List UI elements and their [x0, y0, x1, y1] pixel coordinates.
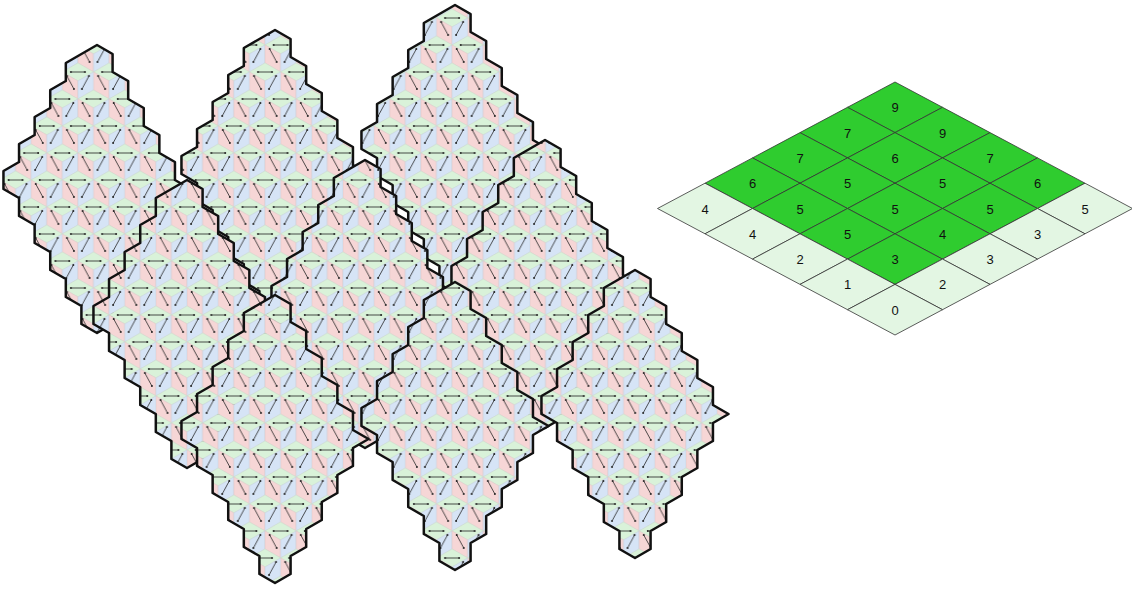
height-number: 3	[1034, 227, 1041, 240]
tiling-region	[361, 282, 548, 570]
height-number: 5	[1081, 202, 1088, 215]
height-number: 5	[986, 202, 993, 215]
tiling-region	[541, 270, 728, 558]
height-number: 5	[844, 177, 851, 190]
height-number: 7	[844, 126, 851, 139]
height-number: 3	[986, 253, 993, 266]
height-number: 9	[891, 101, 898, 114]
height-number: 3	[891, 253, 898, 266]
height-number: 6	[749, 177, 756, 190]
tiling-region	[181, 295, 368, 583]
height-number: 7	[986, 151, 993, 164]
height-number: 5	[844, 227, 851, 240]
height-number: 7	[796, 151, 803, 164]
height-number: 5	[891, 202, 898, 215]
height-number: 4	[939, 227, 946, 240]
height-number: 2	[939, 278, 946, 291]
height-number: 6	[1034, 177, 1041, 190]
height-number: 0	[891, 303, 898, 316]
height-number: 5	[939, 177, 946, 190]
height-number: 2	[796, 253, 803, 266]
height-number: 4	[749, 227, 756, 240]
grid-cell	[848, 284, 943, 335]
height-number: 9	[939, 126, 946, 139]
height-number: 4	[701, 202, 708, 215]
height-number: 1	[844, 278, 851, 291]
height-number: 5	[796, 202, 803, 215]
height-number: 6	[891, 151, 898, 164]
